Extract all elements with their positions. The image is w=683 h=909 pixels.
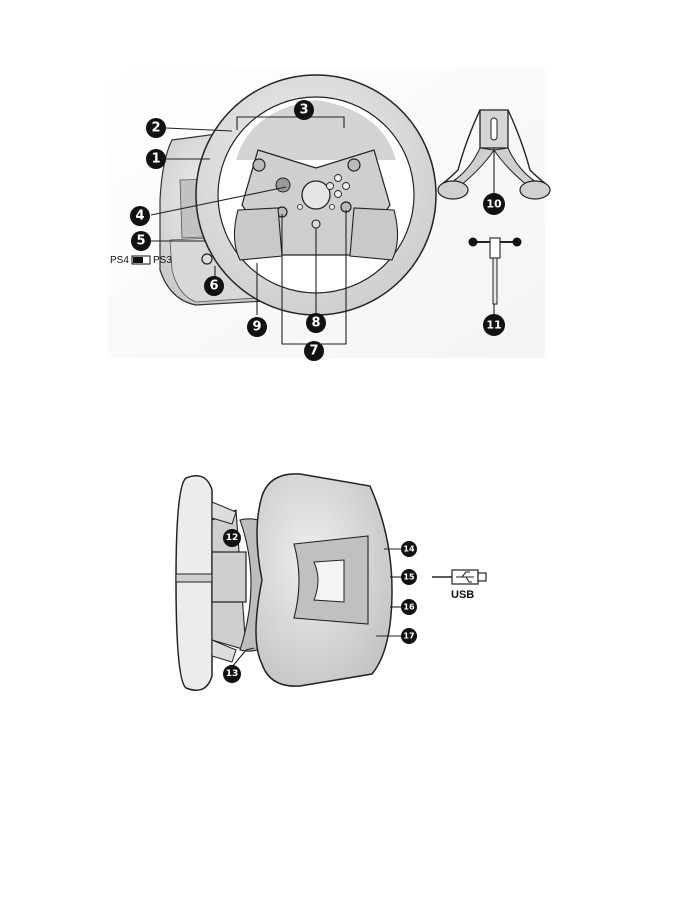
svg-text:10: 10 (486, 198, 502, 211)
callout-16: 16 (401, 599, 417, 615)
ps4-label: PS4 (110, 255, 129, 266)
svg-text:6: 6 (209, 279, 218, 294)
svg-text:16: 16 (403, 603, 415, 612)
usb-label: USB (451, 589, 474, 601)
callout-6: 6 (204, 276, 224, 296)
svg-text:4: 4 (135, 209, 144, 224)
callout-17: 17 (401, 628, 417, 644)
callout-11: 11 (483, 314, 505, 336)
callout-15: 15 (401, 569, 417, 585)
callout-4: 4 (130, 206, 150, 226)
callout-9: 9 (247, 317, 267, 337)
callout-10: 10 (483, 193, 505, 215)
svg-text:5: 5 (136, 234, 145, 249)
right-paddle (350, 208, 398, 260)
callout-3: 3 (294, 100, 314, 120)
clamp-foot-right (520, 181, 550, 199)
clamp-foot-left (438, 181, 468, 199)
wheel-rim-side (176, 476, 212, 691)
mode-button (312, 220, 320, 228)
callout-5: 5 (131, 231, 151, 251)
svg-text:13: 13 (226, 669, 239, 679)
hub-center (302, 181, 330, 209)
ps-switch-label: PS4 PS3 (110, 255, 172, 266)
callout-12: 12 (223, 529, 241, 547)
top-right-button (348, 159, 360, 171)
callout-2: 2 (146, 118, 166, 138)
svg-text:2: 2 (151, 121, 160, 136)
svg-text:17: 17 (403, 632, 414, 641)
d-pad (276, 178, 290, 192)
top-left-button (253, 159, 265, 171)
callout-1: 1 (146, 149, 166, 169)
base-button-left (202, 254, 212, 264)
top-figure: PS4 PS3 1 2 3 4 5 6 (108, 68, 550, 361)
left-paddle (234, 208, 282, 260)
usb-connector: USB (432, 570, 486, 601)
svg-text:15: 15 (403, 573, 415, 582)
svg-text:7: 7 (309, 344, 318, 359)
callout-14: 14 (401, 541, 417, 557)
bottom-figure: USB 12 13 14 15 16 (176, 474, 486, 690)
callout-8: 8 (306, 313, 326, 333)
svg-text:11: 11 (486, 319, 501, 332)
callout-13: 13 (223, 665, 241, 683)
wheel-shaft (212, 552, 246, 602)
svg-text:14: 14 (403, 545, 415, 554)
svg-text:1: 1 (151, 152, 160, 167)
svg-text:9: 9 (252, 320, 261, 335)
svg-text:8: 8 (311, 316, 320, 331)
svg-text:3: 3 (299, 103, 308, 118)
svg-text:12: 12 (226, 533, 239, 543)
ps3-label: PS3 (153, 255, 172, 266)
callout-7: 7 (304, 341, 324, 361)
